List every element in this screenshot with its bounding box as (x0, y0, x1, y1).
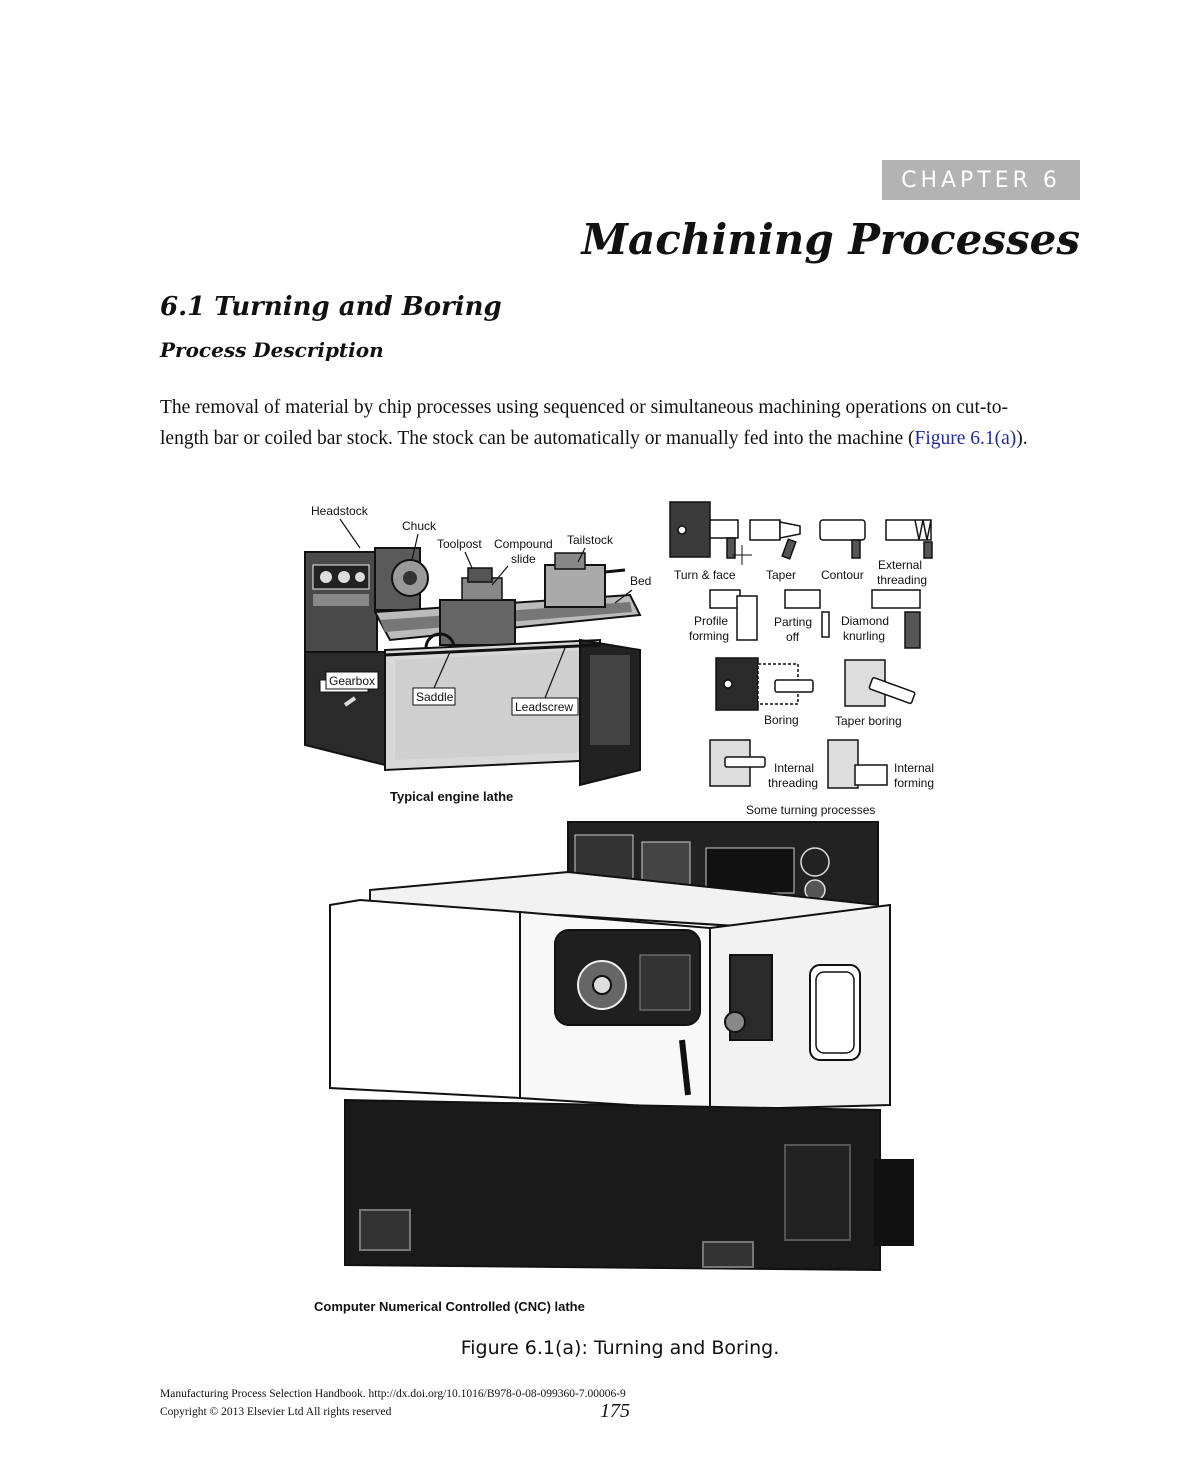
label-ext-thread-1: External (878, 558, 922, 572)
body-text-after: ). (1016, 428, 1028, 449)
page-number: 175 (600, 1400, 630, 1422)
label-boring: Boring (764, 713, 799, 727)
label-saddle: Saddle (416, 690, 454, 704)
label-int-form-2: forming (894, 776, 934, 790)
figure-link[interactable]: Figure 6.1(a) (914, 428, 1017, 449)
label-profile-1: Profile (694, 614, 728, 628)
body-text-before: The removal of material by chip processe… (160, 397, 1009, 449)
label-parting-1: Parting (774, 615, 812, 629)
figure-caption: Figure 6.1(a): Turning and Boring. (460, 1337, 780, 1359)
footer-source: Manufacturing Process Selection Handbook… (160, 1388, 626, 1400)
label-toolpost: Toolpost (437, 537, 482, 551)
turning-processes-drawing (669, 501, 933, 789)
caption-cnc-lathe: Computer Numerical Controlled (CNC) lath… (314, 1299, 585, 1314)
label-bed: Bed (630, 574, 651, 588)
label-leadscrew: Leadscrew (515, 700, 573, 714)
section-subtitle: Process Description (160, 338, 384, 362)
footer-copyright: Copyright © 2013 Elsevier Ltd All rights… (160, 1406, 392, 1418)
label-int-form-1: Internal (894, 761, 934, 775)
label-diamond-2: knurling (843, 629, 885, 643)
engine-lathe-drawing (304, 547, 642, 787)
label-taper-boring: Taper boring (835, 714, 902, 728)
label-int-thread-1: Internal (774, 761, 814, 775)
chapter-badge: CHAPTER 6 (882, 160, 1080, 200)
body-paragraph: The removal of material by chip processe… (160, 392, 1040, 454)
figure-illustration: Headstock Chuck Toolpost Compound slide … (304, 501, 934, 1314)
chapter-title: Machining Processes (581, 215, 1080, 264)
cnc-lathe-drawing (329, 821, 914, 1272)
label-ext-thread-2: threading (877, 573, 927, 587)
caption-engine-lathe: Typical engine lathe (390, 789, 513, 804)
caption-turning-processes: Some turning processes (746, 803, 875, 817)
section-title: 6.1 Turning and Boring (160, 292, 502, 322)
label-headstock: Headstock (311, 504, 369, 518)
label-int-thread-2: threading (768, 776, 818, 790)
label-taper: Taper (766, 568, 796, 582)
label-contour: Contour (821, 568, 864, 582)
label-diamond-1: Diamond (841, 614, 889, 628)
label-tailstock: Tailstock (567, 533, 614, 547)
chapter-label: CHAPTER 6 (901, 167, 1061, 193)
label-gearbox: Gearbox (329, 674, 375, 688)
label-profile-2: forming (689, 629, 729, 643)
label-compound-2: slide (511, 552, 536, 566)
label-turn-face: Turn & face (674, 568, 736, 582)
label-chuck: Chuck (402, 519, 437, 533)
label-parting-2: off (786, 630, 800, 644)
label-compound-1: Compound (494, 537, 553, 551)
